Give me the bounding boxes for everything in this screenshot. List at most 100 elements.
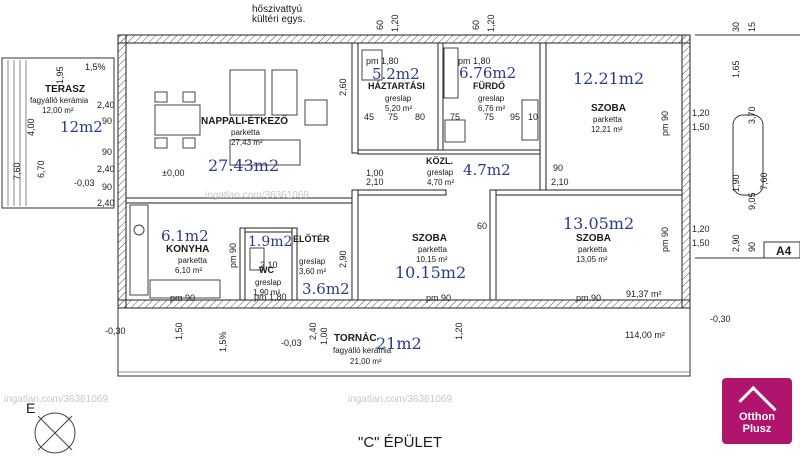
szoba1-name: SZOBA (591, 103, 626, 114)
szoba2-big-area: 10.15m2 (395, 263, 466, 282)
dim-r370: 3,70 (747, 106, 757, 124)
dim-400: 4,00 (26, 118, 36, 136)
dim-120r2: 1,20 (692, 224, 710, 234)
net-area: 91,37 m² (626, 289, 662, 299)
dim-260: 2,60 (338, 78, 348, 96)
dim-top120: 1,20 (390, 14, 400, 32)
nappali-name: NAPPALI-ÉTKEZŐ (201, 114, 288, 127)
dim-pm90b: pm 90 (426, 293, 451, 303)
szoba3-floor: parketta (578, 245, 607, 254)
dim-90c: 90 (102, 182, 112, 192)
wc-floor: greslap (255, 278, 282, 287)
section-tag: A4 (776, 244, 792, 258)
szoba3-area: 13,05 m² (576, 255, 608, 264)
szoba2-name: SZOBA (412, 233, 447, 244)
svg-text:E: E (26, 400, 35, 416)
room-haztartasi: 5.2m2 HÁZTARTÁSI greslap 5,20 m² (368, 65, 425, 113)
dim-pm90a: pm 90 (170, 293, 195, 303)
dim-90a: 90 (102, 116, 112, 126)
dimension-labels-vertical: 7,60 6,70 4,00 1,95 2,60 2,90 pm 90 pm 9… (12, 14, 769, 345)
dim-90b: 90 (102, 147, 112, 157)
dim-r15: 15 (747, 22, 757, 32)
konyha-floor: parketta (178, 256, 207, 265)
nappali-big-area: 27.43m2 (208, 156, 279, 175)
terasz-level: -0,03 (74, 178, 95, 188)
szoba3-big-area: 13.05m2 (563, 214, 634, 233)
dim-95: 95 (510, 112, 520, 122)
dim-670: 6,70 (36, 160, 46, 178)
furdo-floor: greslap (478, 94, 505, 103)
car-parking (695, 34, 800, 259)
dim-r760: 7,60 (759, 172, 769, 190)
dim-10: 10 (528, 112, 538, 122)
haztartasi-floor: greslap (385, 94, 412, 103)
dim-r90: 90 (747, 242, 757, 252)
dim-80: 80 (415, 112, 425, 122)
dim-760: 7,60 (12, 162, 22, 180)
szoba2-floor: parketta (418, 245, 447, 254)
room-furdo: 6.76m2 FÜRDŐ greslap 6,76 m² (459, 64, 516, 113)
dim-150r2: 1,50 (692, 238, 710, 248)
wc-name: WC (259, 265, 274, 275)
dim-75a: 75 (388, 112, 398, 122)
konyha-name: KONYHA (166, 244, 209, 255)
dim-150r: 1,50 (692, 122, 710, 132)
dim-210c: 2,10 (260, 260, 278, 270)
terasz-floor: fagyálló kerámia (30, 96, 89, 105)
tornac-name: TORNÁC (334, 331, 377, 344)
building-title: "C" ÉPÜLET (358, 433, 442, 451)
slope-terasz: 1,5% (85, 62, 106, 72)
dim-240c: 2,40 (97, 198, 115, 208)
dim-pm90r1: pm 90 (660, 111, 670, 136)
outer-walls (117, 34, 691, 309)
dimension-labels: pm 1,80 pm 1,80 pm 1,80 pm 90 pm 90 pm 9… (97, 56, 710, 303)
haztartasi-name: HÁZTARTÁSI (368, 81, 425, 91)
room-tornac: TORNÁC fagyálló kerámia 21,00 m² 21m2 (333, 331, 422, 366)
room-szoba1: 12.21m2 SZOBA parketta 12,21 m² (573, 69, 644, 134)
dim-45: 45 (364, 112, 374, 122)
dim-120r: 1,20 (692, 108, 710, 118)
furdo-area: 6,76 m² (478, 104, 505, 113)
logo-line2: Plusz (742, 423, 772, 435)
szoba3-name: SZOBA (576, 233, 611, 244)
bathroom-fixtures (249, 47, 539, 271)
terasz-name: TERASZ (45, 84, 85, 95)
top-note-line1: hőszivattyú (252, 4, 302, 15)
kozl-big-area: 4.7m2 (463, 161, 511, 179)
dim-100: 1,00 (366, 168, 384, 178)
eloter-big-area: 3.6m2 (302, 280, 350, 298)
watermark-bottom-left: ingatlan.com/36361069 (4, 394, 108, 405)
terasz-area: 12,00 m² (42, 106, 74, 115)
eloter-area: 3,60 m² (299, 267, 326, 276)
outer-level-left: -0,30 (105, 326, 126, 336)
terasz-decking (1, 57, 115, 209)
dim-top120b: 1,20 (486, 14, 496, 32)
dim-top60b: 60 (471, 20, 481, 30)
dim-pm90r2: pm 90 (660, 227, 670, 252)
section-tag-box (763, 241, 800, 259)
dim-top60: 60 (375, 20, 385, 30)
tornac-level: -0,03 (281, 338, 302, 348)
slope-tornac: 1,5% (218, 331, 228, 352)
room-terasz: TERASZ fagyálló kerámia 12,00 m² 12m2 (30, 84, 103, 136)
room-szoba2: SZOBA parketta 10,15 m² 10.15m2 (395, 233, 466, 282)
konyha-area: 6,10 m² (175, 266, 202, 275)
outer-level-right: -0,30 (710, 314, 731, 324)
level-label: ±0,00 (162, 168, 184, 178)
dim-60: 60 (477, 221, 487, 231)
room-nappali: NAPPALI-ÉTKEZŐ parketta 27,43 m² 27.43m2… (162, 114, 288, 178)
watermark-center: ingatlan.com/36361069 (205, 190, 309, 201)
dim-195: 1,95 (55, 66, 65, 84)
dim-120: 1,20 (454, 322, 464, 340)
dim-r30: 30 (731, 22, 741, 32)
eloter-name: ELŐTÉR (293, 233, 330, 244)
terasz-big-area: 12m2 (60, 118, 103, 136)
dim-r165: 1,65 (731, 60, 741, 78)
tornac-big-area: 21m2 (376, 334, 422, 353)
dim-150: 1,50 (174, 322, 184, 340)
kozl-floor: greslap (427, 168, 454, 177)
szoba1-floor: parketta (593, 115, 622, 124)
north-arrow-icon: E (26, 400, 76, 454)
dim-210a: 2,10 (366, 177, 384, 187)
haztartasi-big-area: 5.2m2 (372, 65, 420, 83)
